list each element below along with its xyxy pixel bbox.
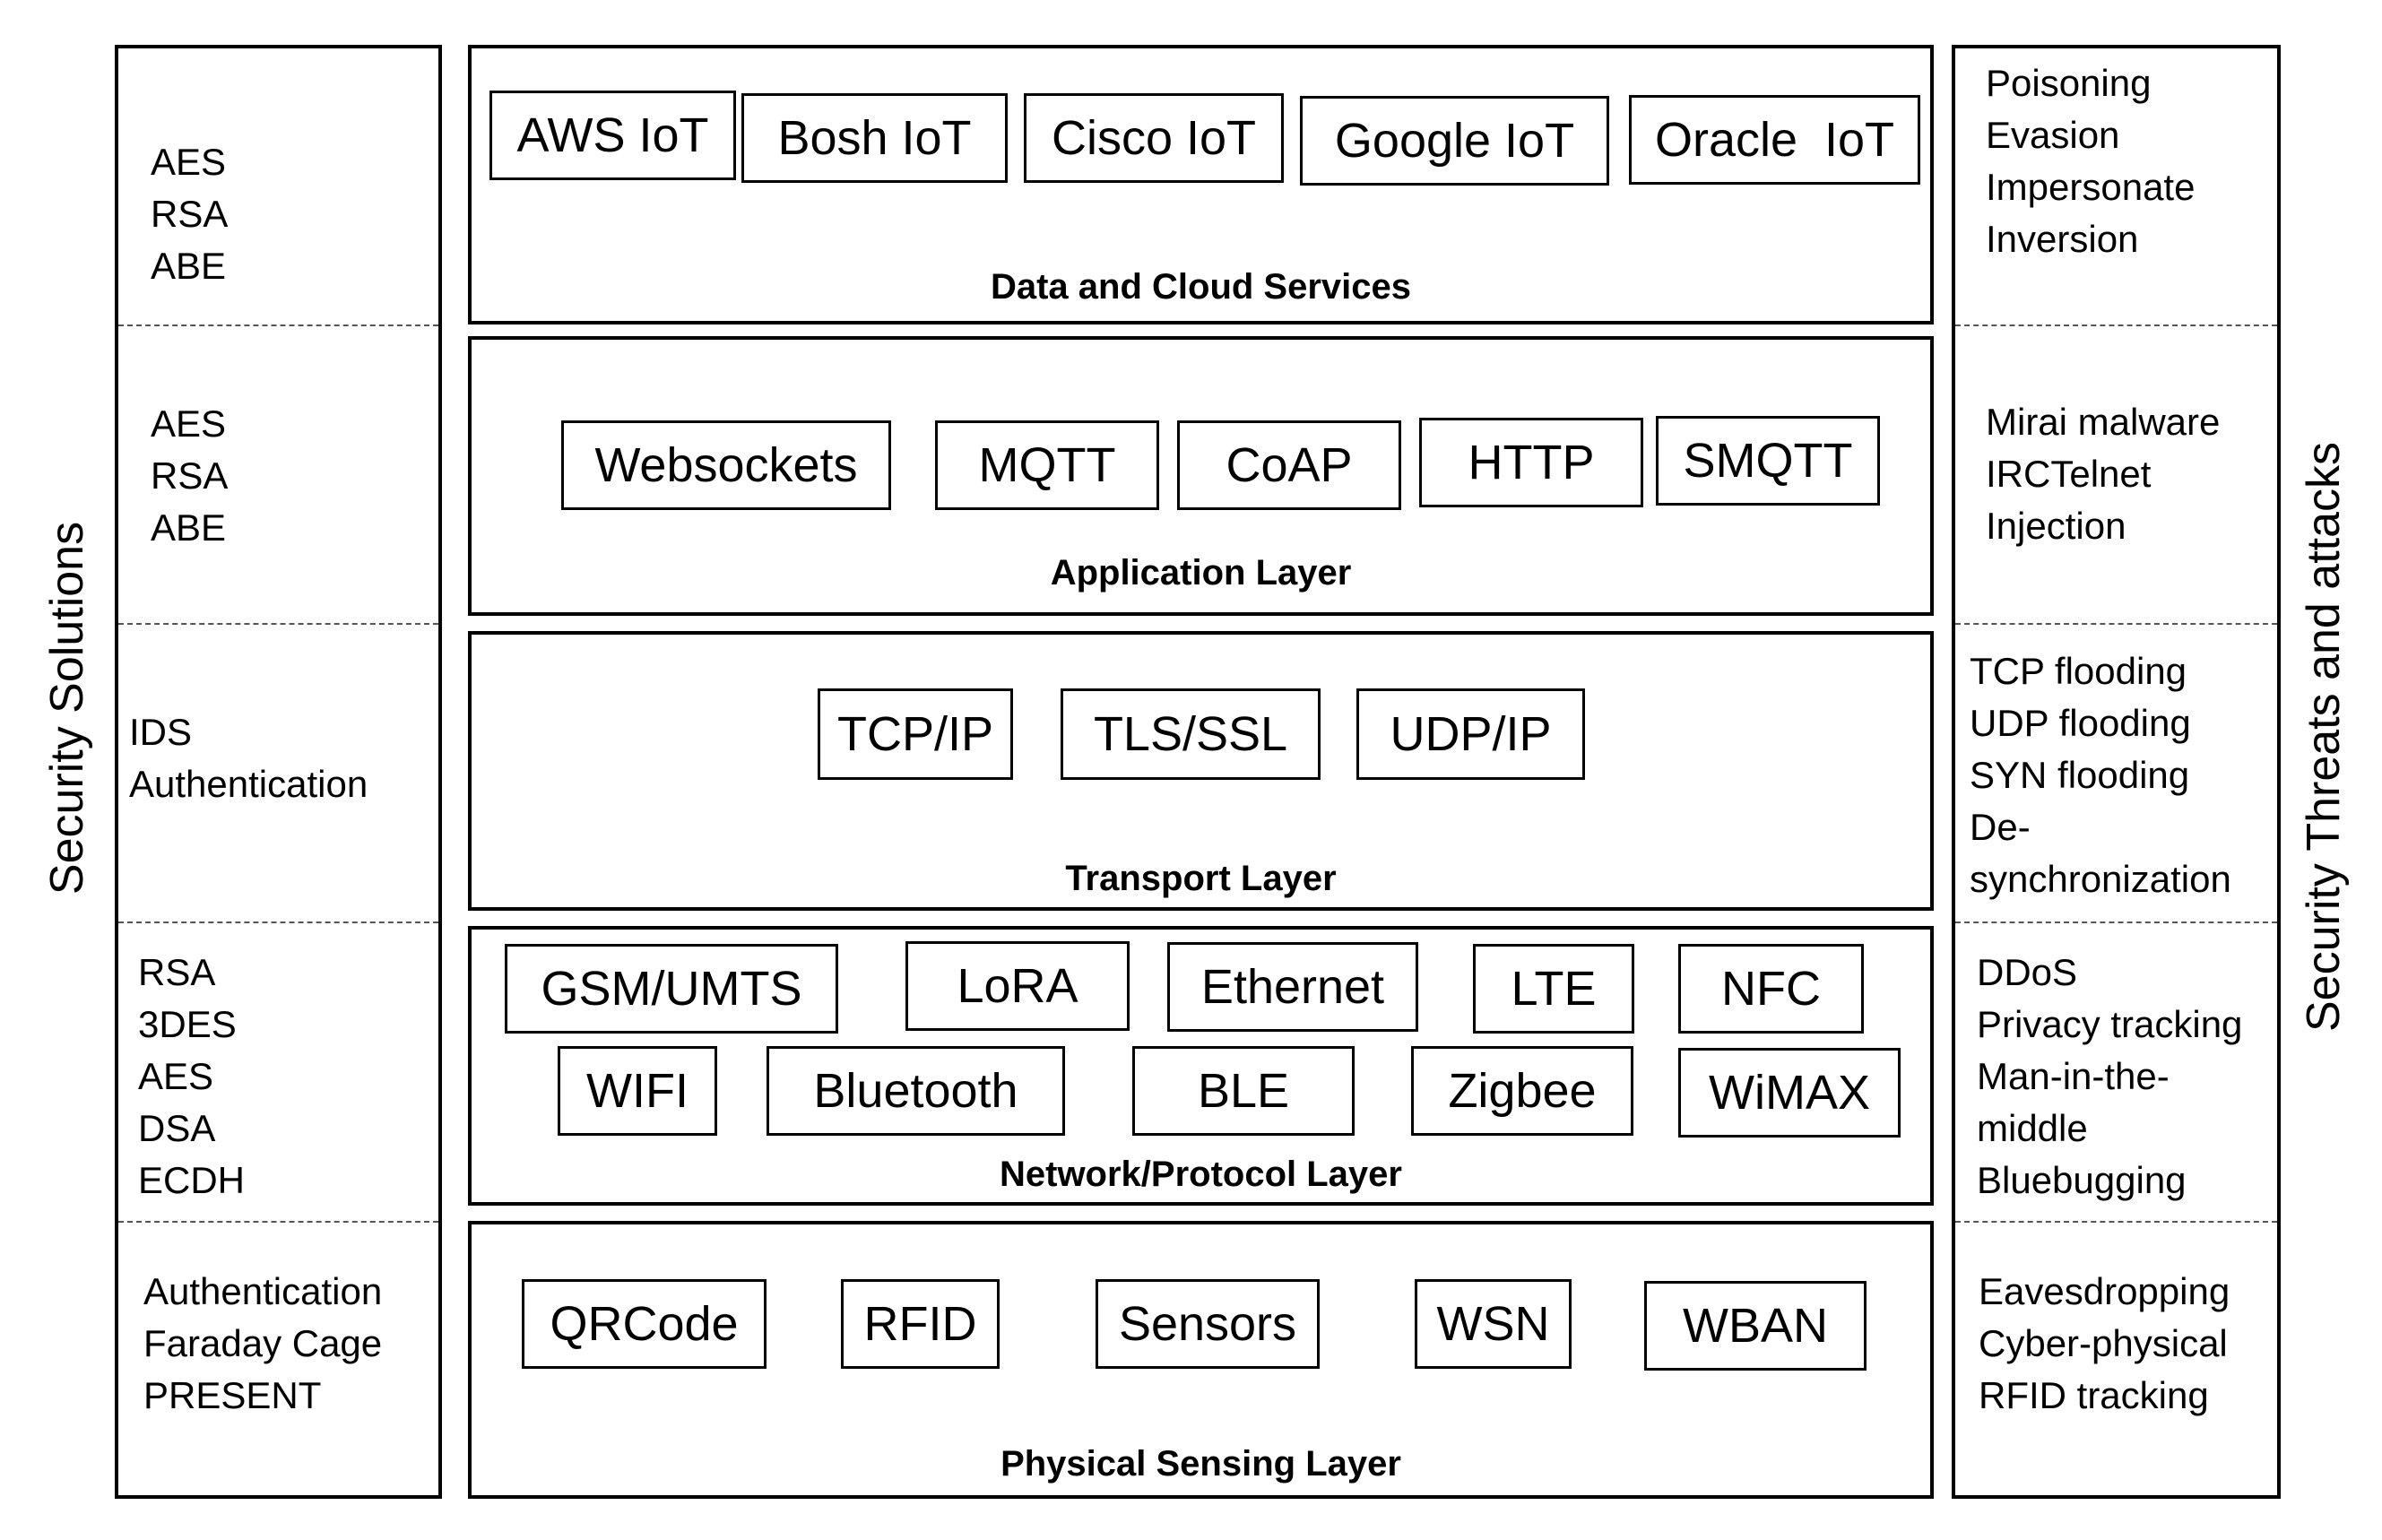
threats-group-3: TCP flooding UDP flooding SYN flooding D… <box>1970 645 2231 905</box>
solution-item: Authentication <box>129 763 368 805</box>
layer-item-lora: LoRA <box>905 941 1130 1031</box>
threats-group-5: Eavesdropping Cyber-physical RFID tracki… <box>1979 1266 2230 1422</box>
threat-item: Privacy tracking <box>1977 1003 2243 1045</box>
solution-item: RSA <box>151 454 229 497</box>
solutions-group-1: AES RSA ABE <box>151 136 228 292</box>
threat-item: De- <box>1970 806 2031 848</box>
threat-item: Evasion <box>1986 114 2120 156</box>
layer-item-bluetooth: Bluetooth <box>767 1046 1065 1136</box>
layer-item-rfid: RFID <box>841 1279 1000 1369</box>
solution-item: PRESENT <box>143 1374 322 1416</box>
solution-item: AES <box>138 1055 214 1097</box>
layer-item-wban: WBAN <box>1644 1281 1867 1371</box>
threat-item: middle <box>1977 1107 2088 1149</box>
threat-item: TCP flooding <box>1970 650 2187 692</box>
right-divider <box>1955 623 2277 625</box>
threat-item: Inversion <box>1986 218 2139 260</box>
layer-item-tls-ssl: TLS/SSL <box>1061 688 1321 780</box>
threats-group-1: Poisoning Evasion Impersonate Inversion <box>1986 57 2195 265</box>
layer-title: Data and Cloud Services <box>990 267 1412 307</box>
layer-item-sensors: Sensors <box>1096 1279 1320 1369</box>
left-divider <box>118 623 438 625</box>
right-divider <box>1955 1221 2277 1223</box>
layer-item-gsm-umts: GSM/UMTS <box>505 944 838 1034</box>
layer-item-google-iot: Google IoT <box>1300 96 1609 186</box>
threat-item: Man-in-the- <box>1977 1055 2170 1097</box>
solution-item: ABE <box>151 506 227 549</box>
left-divider <box>118 921 438 923</box>
threat-item: RFID tracking <box>1979 1374 2209 1416</box>
layer-item-cisco-iot: Cisco IoT <box>1024 93 1284 183</box>
transport-layer: TCP/IP TLS/SSL UDP/IP Transport Layer <box>468 631 1934 911</box>
threat-item: Eavesdropping <box>1979 1270 2230 1312</box>
right-divider <box>1955 921 2277 923</box>
solutions-group-4: RSA 3DES AES DSA ECDH <box>138 947 245 1207</box>
threats-group-2: Mirai malware IRCTelnet Injection <box>1986 396 2220 552</box>
layer-item-websockets: Websockets <box>561 420 891 510</box>
physical-sensing-layer: QRCode RFID Sensors WSN WBAN Physical Se… <box>468 1221 1934 1499</box>
layer-item-zigbee: Zigbee <box>1411 1046 1633 1136</box>
layer-item-lte: LTE <box>1473 944 1634 1034</box>
security-solutions-label: Security Solutions <box>41 521 93 895</box>
solution-item: Faraday Cage <box>143 1322 383 1364</box>
threat-item: UDP flooding <box>1970 702 2191 744</box>
left-divider <box>118 1221 438 1223</box>
layer-item-ethernet: Ethernet <box>1167 942 1418 1032</box>
solution-item: ABE <box>151 245 227 287</box>
solution-item: DSA <box>138 1107 216 1149</box>
layer-item-nfc: NFC <box>1678 944 1864 1034</box>
layer-title: Network/Protocol Layer <box>999 1155 1402 1194</box>
threat-item: Impersonate <box>1986 166 2196 208</box>
data-cloud-services-layer: AWS IoT Bosh IoT Cisco IoT Google IoT Or… <box>468 45 1934 324</box>
layer-title: Physical Sensing Layer <box>1000 1444 1401 1484</box>
layer-item-wsn: WSN <box>1415 1279 1572 1369</box>
right-divider <box>1955 324 2277 326</box>
threat-item: Injection <box>1986 505 2126 547</box>
solution-item: AES <box>151 402 227 445</box>
threat-item: IRCTelnet <box>1986 453 2152 495</box>
layer-item-qrcode: QRCode <box>522 1279 767 1369</box>
solution-item: RSA <box>151 193 229 235</box>
solutions-group-2: AES RSA ABE <box>151 398 228 554</box>
layer-item-wimax: WiMAX <box>1678 1048 1901 1138</box>
layer-item-mqtt: MQTT <box>935 420 1159 510</box>
solution-item: 3DES <box>138 1003 237 1045</box>
security-threats-label: Security Threats and attacks <box>2298 441 2350 1033</box>
threat-item: synchronization <box>1970 858 2231 900</box>
layer-title: Application Layer <box>1050 553 1352 593</box>
layer-item-smqtt: SMQTT <box>1656 416 1880 506</box>
layer-title: Transport Layer <box>1065 859 1337 898</box>
threat-item: Bluebugging <box>1977 1159 2187 1201</box>
solution-item: Authentication <box>143 1270 383 1312</box>
threat-item: Cyber-physical <box>1979 1322 2228 1364</box>
layer-item-coap: CoAP <box>1177 420 1401 510</box>
security-solutions-panel: AES RSA ABE AES RSA ABE IDS Authenticati… <box>115 45 442 1499</box>
layer-item-wifi: WIFI <box>558 1046 717 1136</box>
threat-item: SYN flooding <box>1970 754 2190 796</box>
network-protocol-layer: GSM/UMTS LoRA Ethernet LTE NFC WIFI Blue… <box>468 926 1934 1206</box>
layer-item-tcp-ip: TCP/IP <box>818 688 1013 780</box>
layer-item-oracle-iot: Oracle IoT <box>1629 95 1920 185</box>
layer-item-udp-ip: UDP/IP <box>1356 688 1585 780</box>
solutions-group-5: Authentication Faraday Cage PRESENT <box>143 1266 382 1422</box>
layer-item-ble: BLE <box>1132 1046 1355 1136</box>
layer-item-aws-iot: AWS IoT <box>489 91 736 180</box>
threat-item: DDoS <box>1977 951 2078 993</box>
threats-group-4: DDoS Privacy tracking Man-in-the- middle… <box>1977 947 2242 1207</box>
layer-item-bosh-iot: Bosh IoT <box>741 93 1008 183</box>
solution-item: ECDH <box>138 1159 246 1201</box>
left-divider <box>118 324 438 326</box>
threat-item: Poisoning <box>1986 62 2152 104</box>
solution-item: IDS <box>129 711 193 753</box>
solutions-group-3: IDS Authentication <box>129 706 368 810</box>
solution-item: AES <box>151 141 227 183</box>
application-layer: Websockets MQTT CoAP HTTP SMQTT Applicat… <box>468 336 1934 616</box>
layer-item-http: HTTP <box>1419 418 1643 507</box>
security-threats-panel: Poisoning Evasion Impersonate Inversion … <box>1952 45 2281 1499</box>
solution-item: RSA <box>138 951 216 993</box>
threat-item: Mirai malware <box>1986 401 2221 443</box>
